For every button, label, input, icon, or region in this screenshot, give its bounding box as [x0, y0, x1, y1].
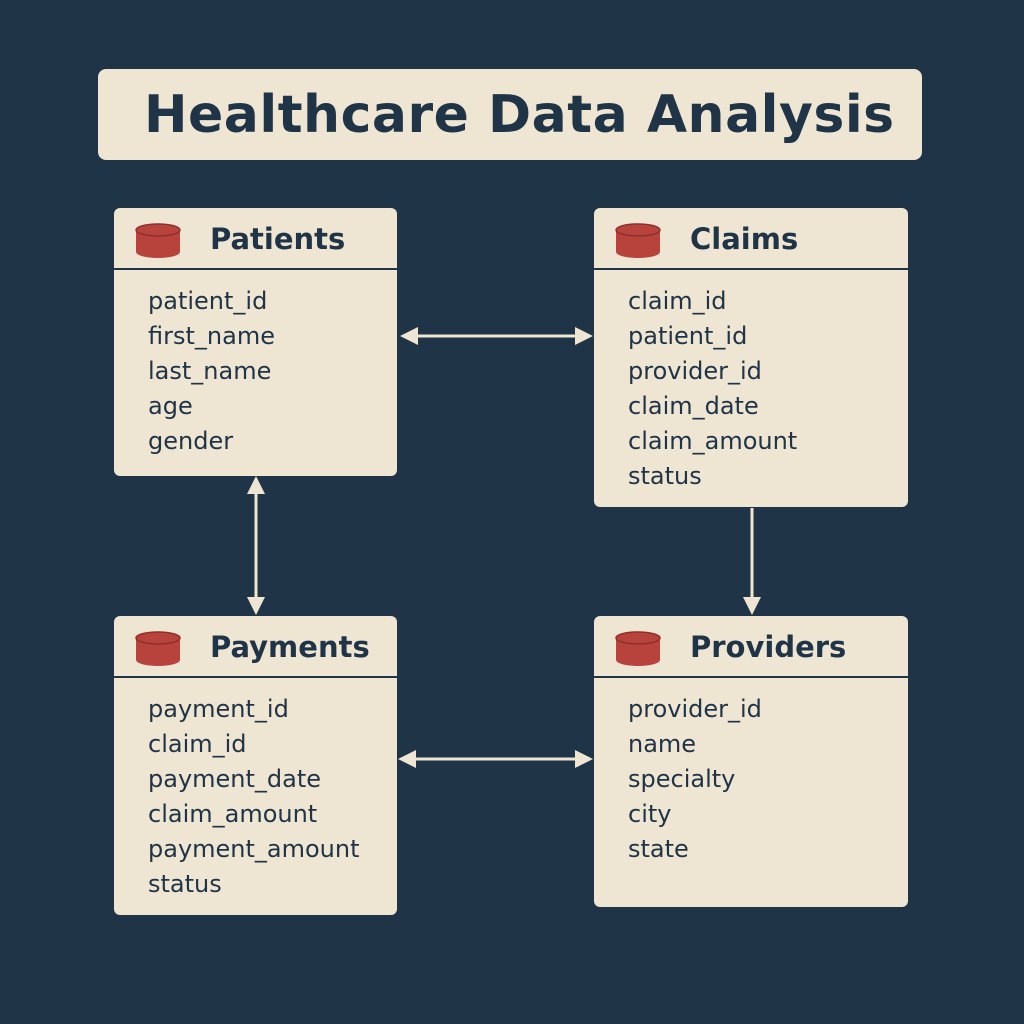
claims-field-list: claim_id patient_id provider_id claim_da…	[594, 270, 908, 494]
providers-table-header: Providers	[594, 616, 908, 678]
providers-table: Providers provider_id name specialty cit…	[594, 616, 908, 907]
title-banner: Healthcare Data Analysis	[98, 69, 922, 160]
database-icon	[615, 631, 661, 666]
field-gender: gender	[148, 427, 234, 455]
field-claim-amount: claim_amount	[628, 427, 798, 455]
diagram-title: Healthcare Data Analysis	[144, 84, 895, 145]
field-name: name	[628, 730, 697, 758]
field-last-name: last_name	[148, 357, 272, 385]
connector-payments-providers	[398, 750, 593, 768]
field-claim-id: claim_id	[148, 730, 247, 758]
connector-patients-payments	[247, 476, 265, 615]
patients-table-header: Patients	[114, 208, 397, 270]
claims-table-title: Claims	[690, 222, 799, 256]
providers-field-list: provider_id name specialty city state	[594, 678, 908, 867]
field-patient-id: patient_id	[628, 322, 748, 350]
database-icon	[615, 223, 661, 258]
providers-table-title: Providers	[690, 630, 847, 664]
field-claim-date: claim_date	[628, 392, 759, 420]
field-specialty: specialty	[628, 765, 736, 793]
field-state: state	[628, 835, 689, 863]
database-icon	[135, 631, 181, 666]
field-claim-id: claim_id	[628, 287, 727, 315]
field-status: status	[148, 870, 222, 898]
claims-table-header: Claims	[594, 208, 908, 270]
payments-field-list: payment_id claim_id payment_date claim_a…	[114, 678, 397, 902]
payments-table: Payments payment_id claim_id payment_dat…	[114, 616, 397, 915]
patients-table-title: Patients	[210, 222, 346, 256]
field-provider-id: provider_id	[628, 357, 762, 385]
field-payment-id: payment_id	[148, 695, 289, 723]
payments-table-title: Payments	[210, 630, 370, 664]
field-patient-id: patient_id	[148, 287, 268, 315]
claims-table: Claims claim_id patient_id provider_id c…	[594, 208, 908, 507]
payments-table-header: Payments	[114, 616, 397, 678]
field-provider-id: provider_id	[628, 695, 762, 723]
field-age: age	[148, 392, 193, 420]
field-payment-date: payment_date	[148, 765, 322, 793]
field-first-name: first_name	[148, 322, 275, 350]
database-icon	[135, 223, 181, 258]
connector-claims-providers	[743, 508, 761, 615]
field-city: city	[628, 800, 672, 828]
patients-field-list: patient_id first_name last_name age gend…	[114, 270, 397, 459]
patients-table: Patients patient_id first_name last_name…	[114, 208, 397, 476]
connector-patients-claims	[400, 327, 593, 345]
field-claim-amount: claim_amount	[148, 800, 318, 828]
field-status: status	[628, 462, 702, 490]
field-payment-amount: payment_amount	[148, 835, 360, 863]
